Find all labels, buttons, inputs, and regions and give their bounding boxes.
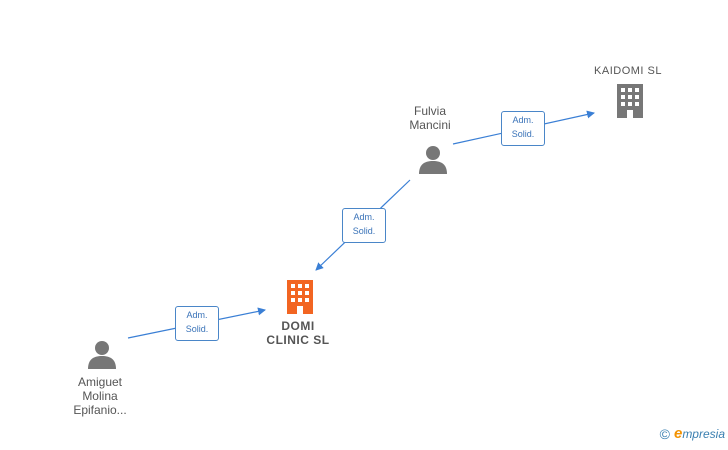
edge-label-amiguet-domi: Adm. Solid. (175, 306, 219, 341)
edge-label-fulvia-kaidomi: Adm. Solid. (501, 111, 545, 146)
brand-logo-e: e (673, 425, 683, 442)
edge-label-fulvia-domi: Adm. Solid. (342, 208, 386, 243)
building-icon[interactable] (614, 84, 646, 118)
brand-logo-text: mpresia (682, 427, 725, 441)
person-name-amiguet[interactable]: Amiguet Molina Epifanio... (73, 375, 127, 417)
brand-logo: empresia (674, 425, 725, 442)
building-icon[interactable] (284, 280, 316, 314)
empresia-watermark[interactable]: © empresia (660, 425, 725, 442)
copyright-icon: © (659, 425, 670, 442)
person-icon[interactable] (87, 339, 117, 369)
company-name-domi-clinic[interactable]: DOMI CLINIC SL (266, 319, 330, 347)
person-icon[interactable] (418, 144, 448, 174)
company-name-kaidomi[interactable]: KAIDOMI SL (594, 65, 662, 77)
person-name-fulvia[interactable]: Fulvia Mancini (409, 104, 451, 132)
